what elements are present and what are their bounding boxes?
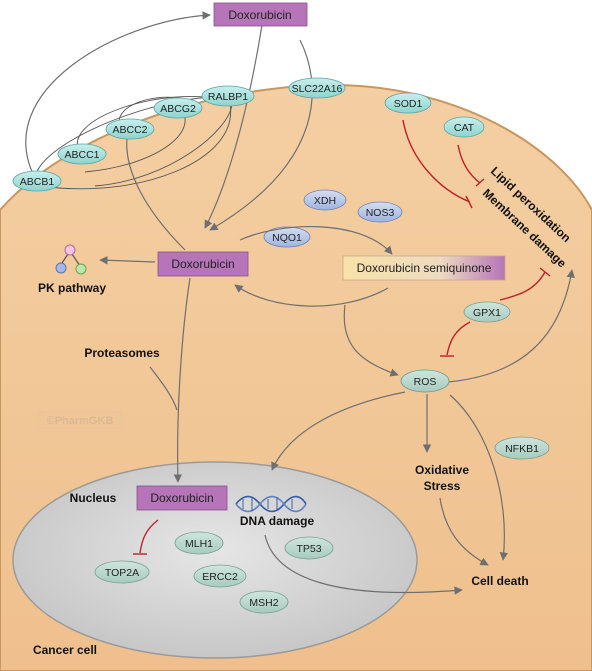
- transporter-abcb1[interactable]: [12, 170, 62, 192]
- cancer-cell-label: Cancer cell: [33, 643, 97, 657]
- cat-inhibition: [457, 144, 481, 184]
- gene-top2a[interactable]: [94, 560, 150, 584]
- pk-pathway-label: PK pathway: [38, 281, 106, 295]
- enzyme-nqo1[interactable]: [263, 226, 311, 248]
- transporter-ralbp1[interactable]: [201, 85, 255, 107]
- cell-death-label: Cell death: [471, 574, 528, 588]
- enzyme-nos3[interactable]: [357, 201, 403, 223]
- enzyme-sod1-label: SOD1: [394, 98, 423, 110]
- doxorubicin-nucleus-box[interactable]: [136, 485, 228, 511]
- gene-ercc2[interactable]: [193, 564, 247, 588]
- transporter-slc22a16-label: SLC22A16: [292, 83, 343, 95]
- enzyme-cat[interactable]: [443, 116, 485, 138]
- enzyme-nfkb1[interactable]: [494, 436, 550, 460]
- enzyme-nos3-label: NOS3: [366, 207, 395, 219]
- ros-label: ROS: [414, 376, 437, 388]
- doxorubicin-extracellular-box[interactable]: [213, 2, 308, 27]
- enzyme-nfkb1-label: NFKB1: [505, 443, 539, 455]
- sod1-inhibition: [402, 119, 471, 203]
- enzyme-xdh[interactable]: [303, 189, 347, 211]
- gene-ercc2-label: ERCC2: [202, 571, 238, 583]
- dna-damage-label: DNA damage: [240, 514, 315, 528]
- gene-tp53[interactable]: [284, 536, 334, 560]
- transporter-abcb1-label: ABCB1: [20, 176, 55, 188]
- transporters: ABCB1 ABCC1 ABCC2 ABCG2 RALBP1 SLC22A16: [12, 77, 346, 192]
- enzyme-sod1[interactable]: [384, 92, 432, 114]
- doxorubicin-cytoplasm-box[interactable]: [157, 251, 249, 277]
- doxorubicin-semiquinone-box[interactable]: [342, 255, 506, 281]
- transporter-abcc1[interactable]: [57, 143, 107, 165]
- doxorubicin-nucleus-label: Doxorubicin: [150, 491, 213, 505]
- doxorubicin-extracellular-label: Doxorubicin: [228, 8, 291, 22]
- nucleus-compartment: [12, 461, 418, 659]
- dna-helix-icon: [235, 495, 307, 513]
- gene-top2a-label: TOP2A: [105, 567, 139, 579]
- pk-pathway-icon[interactable]: [55, 244, 87, 275]
- enzyme-gpx1[interactable]: [463, 301, 511, 323]
- gene-msh2[interactable]: [239, 590, 289, 614]
- gene-msh2-label: MSH2: [249, 597, 278, 609]
- gene-mlh1-label: MLH1: [185, 538, 213, 550]
- transporter-abcg2-label: ABCG2: [160, 103, 196, 115]
- enzyme-xdh-label: XDH: [314, 195, 336, 207]
- transporter-abcg2[interactable]: [153, 97, 203, 119]
- transporter-abcc1-label: ABCC1: [64, 149, 99, 161]
- nucleus-label: Nucleus: [70, 491, 117, 505]
- transporter-abcc2-label: ABCC2: [112, 124, 147, 136]
- transporter-ralbp1-label: RALBP1: [208, 91, 248, 103]
- enzyme-gpx1-label: GPX1: [473, 307, 501, 319]
- top2a-inhibition: [139, 519, 159, 554]
- gene-tp53-label: TP53: [296, 543, 321, 555]
- gpx1-ros-inhibition: [446, 321, 471, 356]
- transporter-abcc2[interactable]: [105, 118, 155, 140]
- watermark: ©PharmGKB: [47, 415, 114, 427]
- enzyme-cat-label: CAT: [454, 122, 475, 134]
- gene-mlh1[interactable]: [174, 531, 224, 555]
- gpx1-membrane-inhibition: [499, 271, 546, 301]
- doxorubicin-cytoplasm-label: Doxorubicin: [171, 257, 234, 271]
- enzyme-nqo1-label: NQO1: [272, 232, 302, 244]
- ros-node[interactable]: [400, 369, 450, 393]
- doxorubicin-semiquinone-label: Doxorubicin semiquinone: [357, 261, 492, 275]
- oxidative-stress-label-line2: Stress: [424, 479, 461, 493]
- oxidative-stress-label-line1: Oxidative: [415, 463, 469, 477]
- transporter-slc22a16[interactable]: [288, 77, 346, 99]
- proteasomes-label: Proteasomes: [84, 346, 160, 360]
